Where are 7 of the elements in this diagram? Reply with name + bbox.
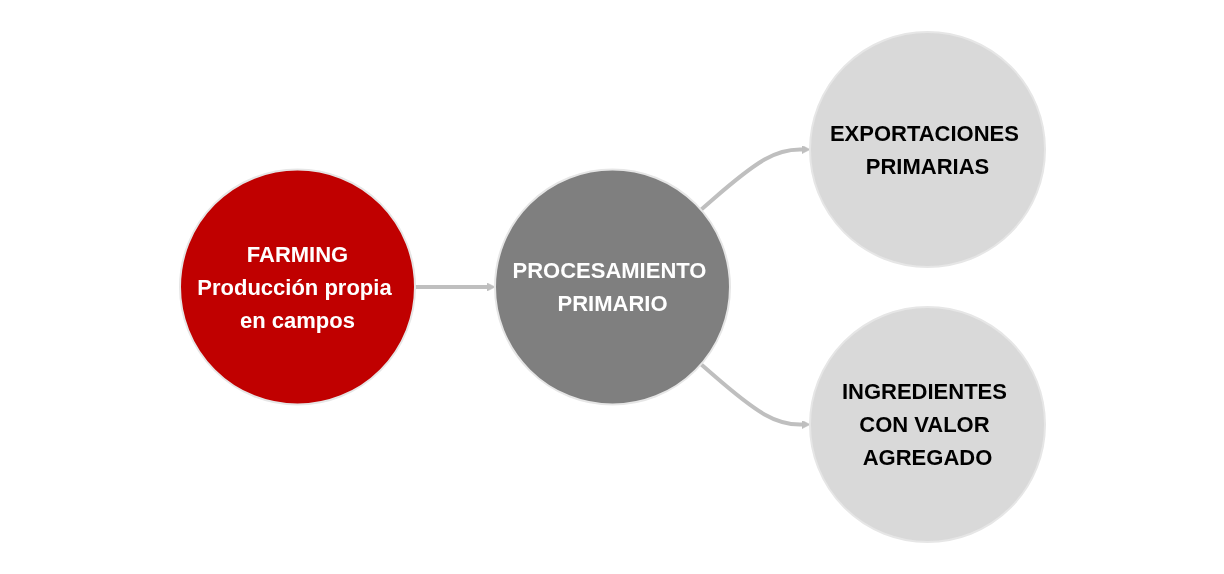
node-circle: FARMING Producción propia en campos	[178, 168, 416, 406]
node-circle: INGREDIENTES CON VALOR AGREGADO	[808, 306, 1046, 543]
arrow	[414, 282, 495, 292]
node-circle: PROCESAMIENTO PRIMARIO	[493, 168, 731, 406]
node-circle: EXPORTACIONES PRIMARIAS	[808, 31, 1046, 268]
arrow	[699, 362, 810, 429]
arrow	[699, 145, 810, 212]
